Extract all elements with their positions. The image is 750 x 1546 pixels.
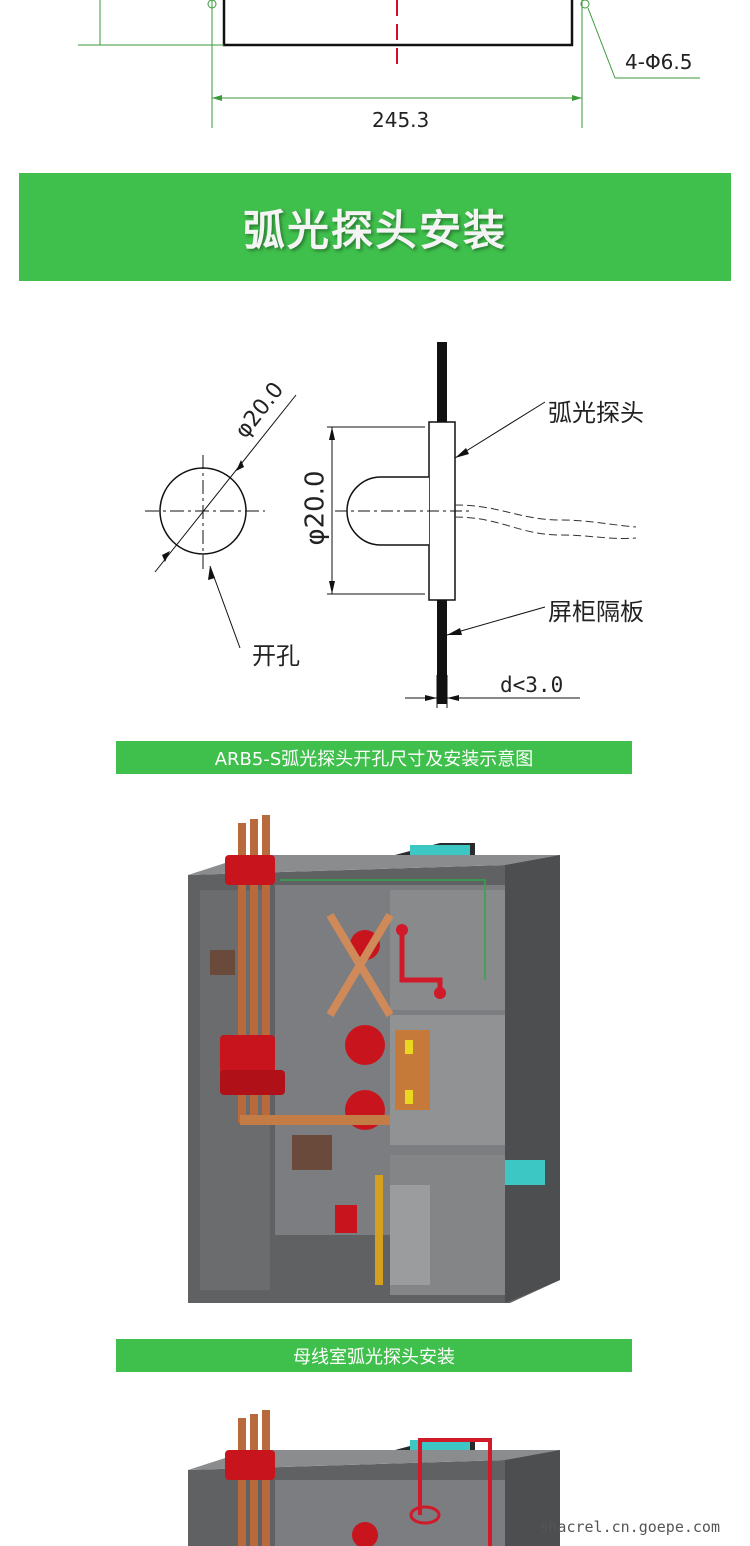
hole-spec-label: 4-Φ6.5 <box>625 50 693 74</box>
site-watermark: shacrel.cn.goepe.com <box>539 1518 720 1536</box>
enclosure-dimension-drawing <box>78 0 700 128</box>
probe-install-drawing <box>145 342 637 708</box>
busbar-install-caption: 母线室弧光探头安装 <box>116 1339 632 1372</box>
probe-label: 弧光探头 <box>548 399 644 427</box>
section-banner: 弧光探头安装 <box>19 173 731 281</box>
thickness-label: d<3.0 <box>500 673 564 697</box>
probe-diameter-label: φ20.0 <box>300 470 331 546</box>
section-title: 弧光探头安装 <box>242 205 507 255</box>
busbar-cabinet-illustration <box>188 815 560 1303</box>
caption-text: ARB5-S弧光探头开孔尺寸及安装示意图 <box>214 748 534 770</box>
panel-label: 屏柜隔板 <box>548 598 644 626</box>
caption-text-2: 母线室弧光探头安装 <box>293 1346 455 1368</box>
hole-label: 开孔 <box>252 642 300 670</box>
probe-install-caption: ARB5-S弧光探头开孔尺寸及安装示意图 <box>116 741 632 774</box>
width-dimension-label: 245.3 <box>372 108 430 132</box>
busbar-cabinet-illustration-2 <box>188 1410 560 1546</box>
